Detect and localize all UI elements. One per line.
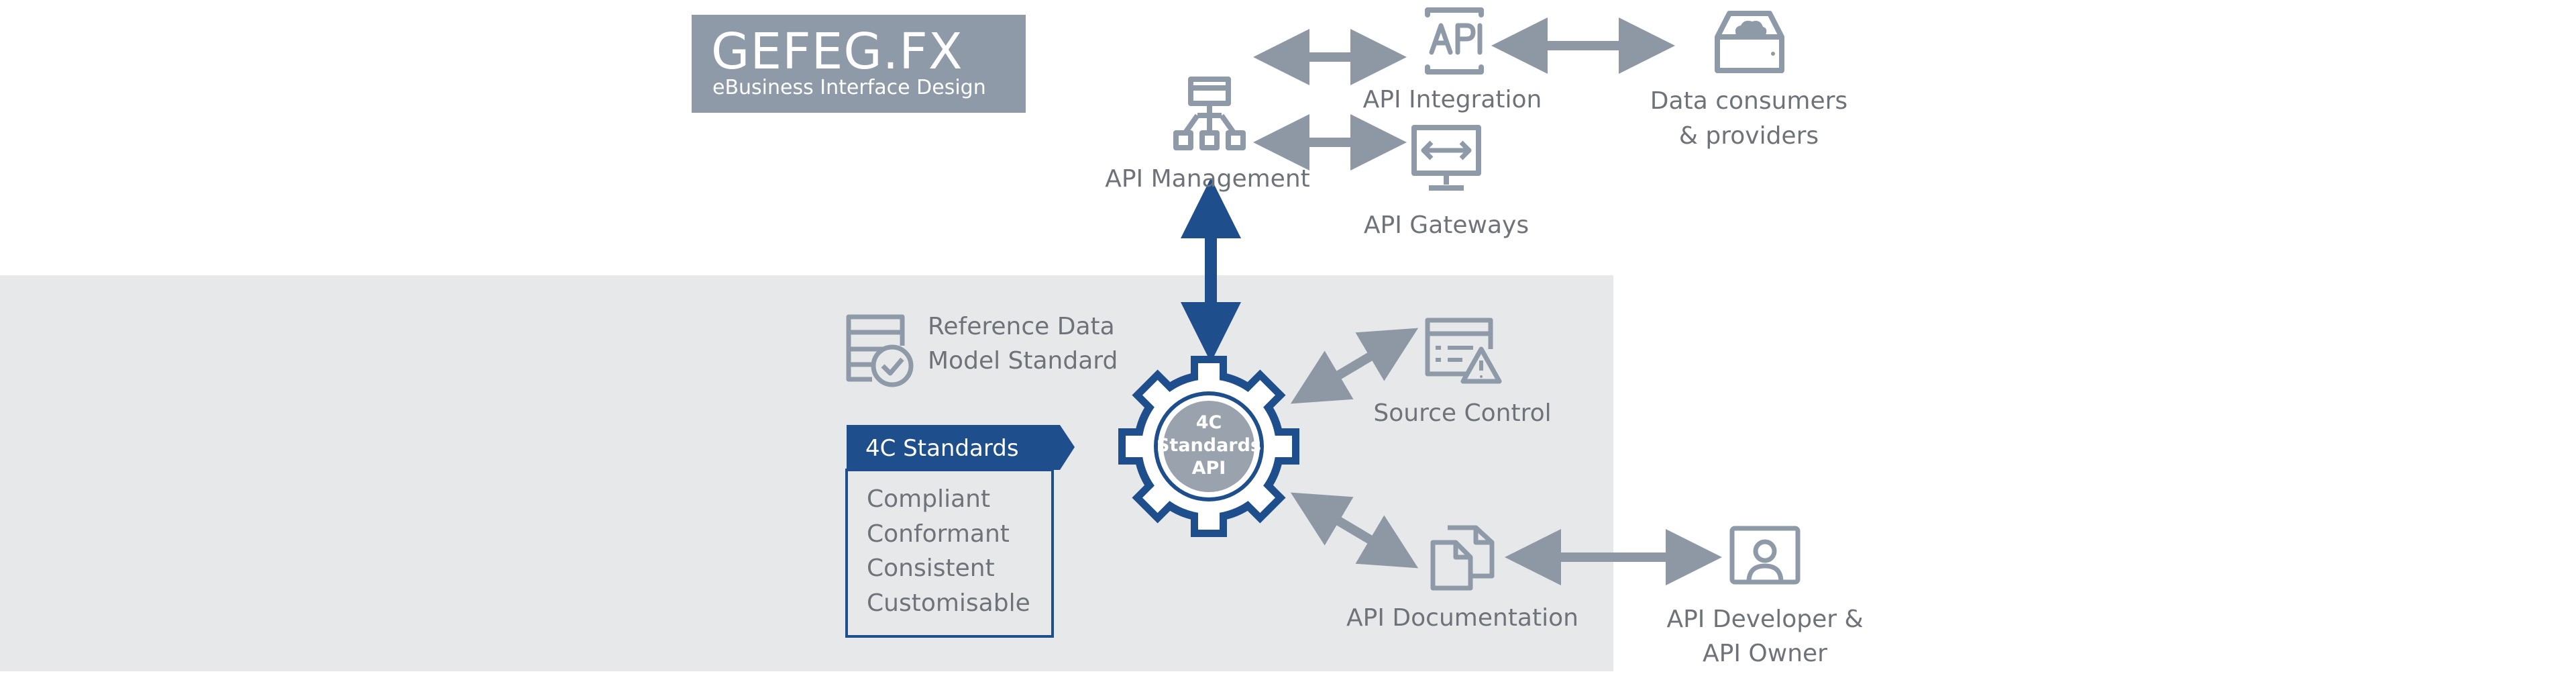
gefeg-logo: GEFEG.FX eBusiness Interface Design xyxy=(692,15,1026,113)
node-api-developer: API Developer & API Owner xyxy=(1666,526,1864,667)
api-developer-label-line2: API Owner xyxy=(1703,640,1827,667)
api-developer-label-line1: API Developer & xyxy=(1666,606,1863,633)
cloud-drive-icon xyxy=(1715,11,1784,73)
standards-box-header xyxy=(847,425,1075,470)
logo-title: GEFEG.FX xyxy=(711,23,963,81)
node-source-control: Source Control xyxy=(1373,318,1552,427)
api-documentation-label: API Documentation xyxy=(1346,604,1578,632)
arrow-hub-documentation xyxy=(1290,492,1419,569)
documents-icon xyxy=(1430,525,1495,591)
reference-data-label-line1: Reference Data xyxy=(928,313,1115,340)
node-api-gateways: API Gateways xyxy=(1364,125,1529,239)
user-monitor-icon xyxy=(1729,526,1801,585)
reference-data-label-line2: Model Standard xyxy=(928,347,1118,375)
api-icon xyxy=(1425,7,1484,75)
node-api-management: API Management xyxy=(1105,77,1310,193)
standards-item-conformant: Conformant xyxy=(867,520,1010,548)
data-consumers-label-line2: & providers xyxy=(1679,122,1819,150)
hub-line1: 4C xyxy=(1196,412,1222,433)
table-check-icon xyxy=(846,314,914,387)
arrow-hub-source-control xyxy=(1290,328,1419,404)
standards-item-compliant: Compliant xyxy=(867,485,990,513)
hub-4c-standards-api: 4C Standards API xyxy=(1118,356,1299,537)
standards-box-title: 4C Standards xyxy=(865,435,1019,462)
hub-line3: API xyxy=(1192,458,1226,479)
api-management-label: API Management xyxy=(1105,165,1310,193)
node-data-consumers: Data consumers & providers xyxy=(1650,11,1847,150)
gear-icon xyxy=(1118,356,1299,537)
node-reference-data: Reference Data Model Standard xyxy=(846,313,1118,387)
hierarchy-icon xyxy=(1173,77,1246,150)
api-gateways-label: API Gateways xyxy=(1364,211,1529,239)
data-consumers-label-line1: Data consumers xyxy=(1650,87,1847,115)
node-api-integration: API Integration xyxy=(1363,7,1542,113)
document-warning-icon xyxy=(1425,318,1502,384)
standards-item-consistent: Consistent xyxy=(867,555,995,582)
hub-line2: Standards xyxy=(1157,435,1261,456)
standards-item-customisable: Customisable xyxy=(867,589,1030,617)
node-api-documentation: API Documentation xyxy=(1346,525,1578,632)
standards-box: 4C Standards Compliant Conformant Consis… xyxy=(845,425,1075,638)
api-integration-label: API Integration xyxy=(1363,86,1542,113)
monitor-arrows-icon xyxy=(1411,125,1481,191)
logo-subtitle: eBusiness Interface Design xyxy=(712,76,986,99)
source-control-label: Source Control xyxy=(1373,399,1551,427)
